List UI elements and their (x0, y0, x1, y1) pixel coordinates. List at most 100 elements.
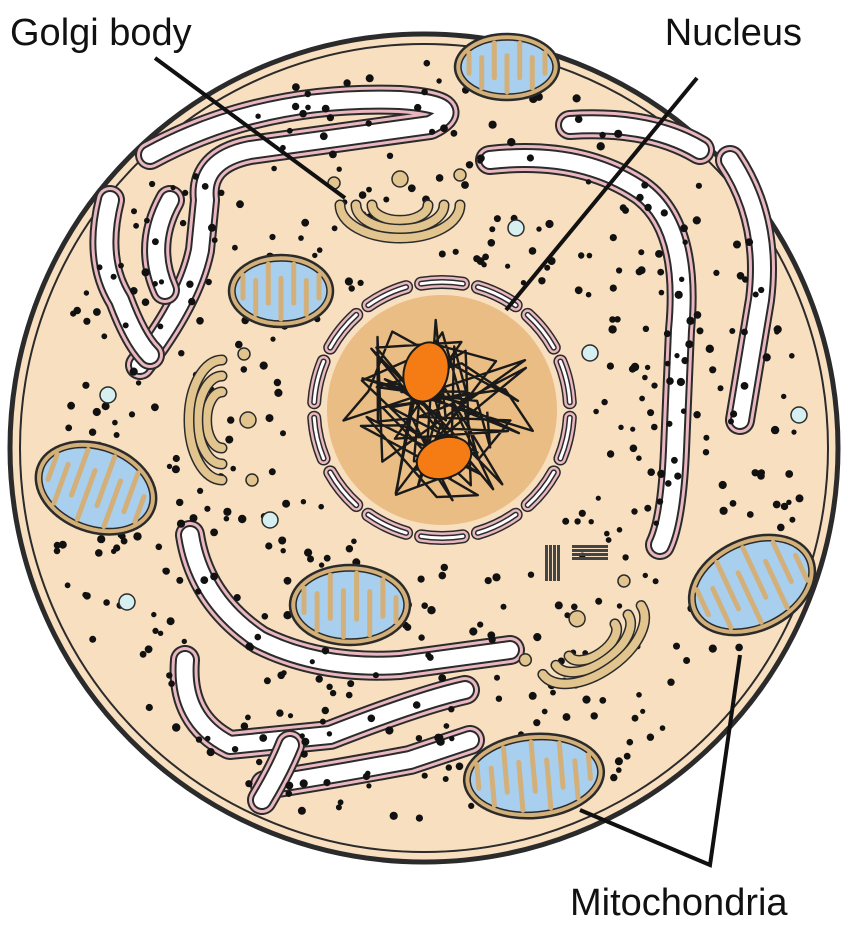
ribosome (422, 773, 428, 779)
ribosome (675, 291, 683, 299)
ribosome (677, 378, 685, 386)
ribosome (501, 604, 507, 610)
ribosome (385, 726, 393, 734)
ribosome (304, 549, 312, 557)
ribosome (617, 603, 622, 608)
ribosome (693, 216, 701, 224)
ribosome (586, 292, 592, 298)
ribosome (136, 380, 141, 385)
ribosome (579, 510, 586, 517)
ribosome (468, 803, 474, 809)
mitochondrion-top (455, 34, 559, 100)
ribosome (671, 457, 678, 464)
ribosome (718, 385, 724, 391)
ribosome (271, 166, 277, 172)
ribosome (93, 408, 101, 416)
ribosome (332, 225, 338, 231)
ribosome (741, 329, 748, 336)
ribosome (327, 114, 334, 121)
ribosome (345, 277, 353, 285)
ribosome (292, 83, 300, 91)
ribosome (383, 197, 389, 203)
ribosome (728, 419, 734, 425)
ribosome (494, 675, 500, 681)
centriole-tubule (549, 545, 552, 581)
nucleus-group (300, 268, 584, 552)
ribosome (638, 266, 646, 274)
golgi-vesicle (246, 474, 258, 486)
vesicle (262, 512, 278, 528)
ribosome (359, 191, 367, 199)
ribosome (197, 488, 203, 494)
ribosome (482, 254, 489, 261)
ribosome (653, 578, 659, 584)
ribosome (67, 402, 75, 410)
nuclear-envelope-lumen (421, 536, 463, 538)
vesicle (791, 407, 807, 423)
ribosome (324, 555, 331, 562)
ribosome (616, 767, 622, 773)
ribosome (129, 411, 135, 417)
ribosome (427, 654, 434, 661)
ribosome (618, 425, 623, 430)
ribosome (287, 128, 293, 134)
ribosome (562, 518, 569, 525)
ribosome (270, 337, 275, 342)
ribosome (529, 692, 537, 700)
ribosome (636, 194, 643, 201)
ribosome (439, 572, 447, 580)
ribosome (256, 759, 262, 765)
ribosome (582, 696, 590, 704)
ribosome (281, 548, 286, 553)
ribosome (176, 577, 183, 584)
golgi-vesicle (454, 169, 466, 181)
ribosome (82, 382, 89, 389)
ribosome (133, 532, 141, 540)
ribosome (178, 350, 184, 356)
ribosome (614, 316, 620, 322)
ribosome (144, 218, 150, 224)
ribosome (620, 204, 627, 211)
ribosome (260, 362, 268, 370)
ribosome (318, 504, 324, 510)
ribosome (533, 633, 541, 641)
ribosome (647, 409, 654, 416)
centriole-tubule (545, 545, 548, 581)
ribosome (451, 130, 458, 137)
ribosome (274, 379, 281, 386)
ribosome (485, 577, 492, 584)
ribosome (140, 651, 147, 658)
ribosome (190, 514, 198, 522)
ribosome (664, 330, 671, 337)
ribosome (310, 659, 315, 664)
ribosome (366, 187, 372, 193)
ribosome (173, 455, 180, 462)
ribosome (408, 184, 416, 192)
ribosome (630, 445, 638, 453)
ribosome (752, 469, 759, 476)
ribosome (610, 234, 617, 241)
ribosome (418, 634, 424, 640)
ribosome (269, 234, 275, 240)
ribosome (636, 692, 642, 698)
ribosome (796, 494, 804, 502)
ribosome (248, 645, 254, 651)
ribosome (674, 473, 681, 480)
ribosome (101, 333, 107, 339)
golgi-body-label: Golgi body (10, 14, 192, 52)
ribosome (544, 265, 550, 271)
ribosome (694, 311, 702, 319)
ribosome (679, 277, 684, 282)
ribosome (578, 252, 584, 258)
ribosome (651, 424, 658, 431)
ribosome (709, 645, 717, 653)
ribosome (791, 430, 796, 435)
ribosome (255, 114, 260, 119)
ribosome (685, 340, 693, 348)
ribosome (151, 403, 159, 411)
ribosome (436, 78, 441, 83)
ribosome (627, 739, 634, 746)
ribosome (586, 179, 591, 184)
ribosome (347, 680, 354, 687)
